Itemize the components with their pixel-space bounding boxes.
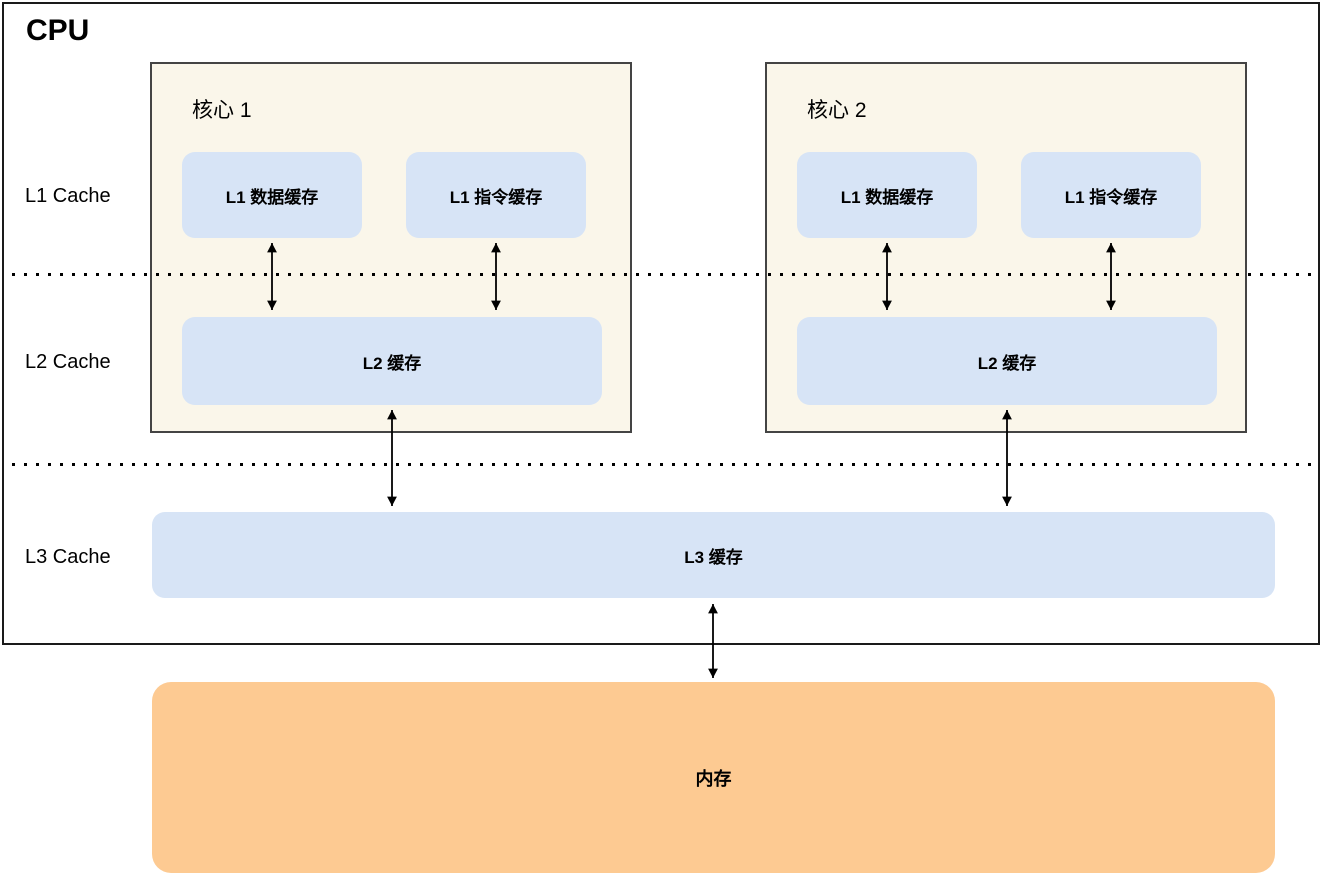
cpu-title: CPU — [26, 14, 90, 47]
level-label-l1-cache: L1 Cache — [25, 185, 111, 207]
core-1-l1-data-cache: L1 数据缓存 — [182, 152, 362, 238]
core-2-l1-instruction-cache: L1 指令缓存 — [1021, 152, 1201, 238]
core-2-l1-data-cache: L1 数据缓存 — [797, 152, 977, 238]
core-1-title: 核心 1 — [192, 99, 252, 122]
memory-box: 内存 — [152, 682, 1275, 873]
core-1-l1-instruction-cache: L1 指令缓存 — [406, 152, 586, 238]
l3-cache-box: L3 缓存 — [152, 512, 1275, 598]
core-2-l2-cache: L2 缓存 — [797, 317, 1217, 405]
level-label-l3-cache: L3 Cache — [25, 546, 111, 568]
l2-l3-boundary-dotted-line — [12, 463, 1312, 466]
core-2-title: 核心 2 — [807, 99, 867, 122]
l1-l2-boundary-dotted-line — [12, 273, 1312, 276]
level-label-l2-cache: L2 Cache — [25, 351, 111, 373]
core-1-l2-cache: L2 缓存 — [182, 317, 602, 405]
